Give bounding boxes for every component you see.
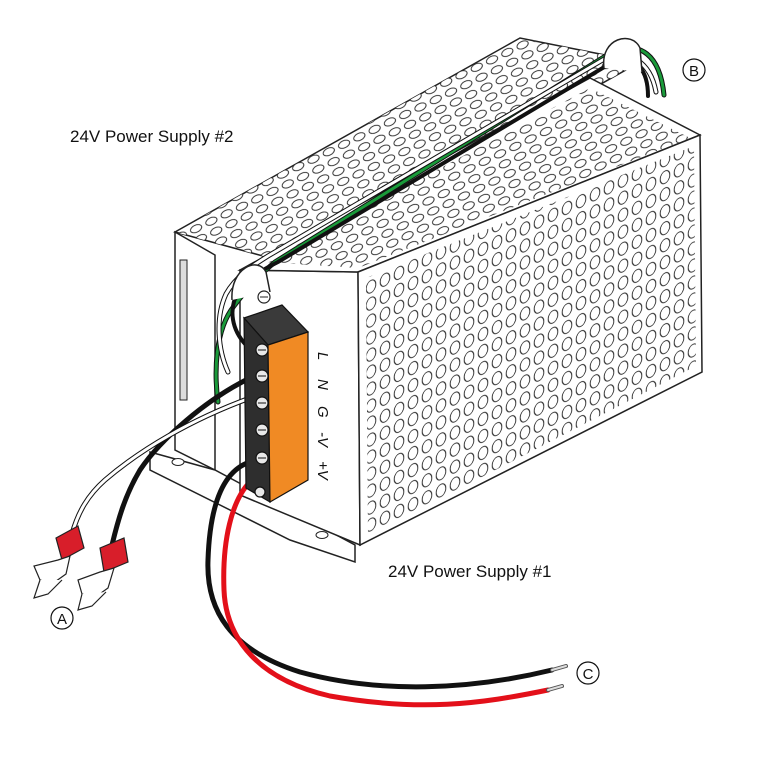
crimp-terminal-black — [77, 537, 129, 611]
callout-c-letter: C — [583, 666, 594, 683]
callout-a: A — [50, 606, 74, 630]
black-wire-c — [205, 459, 555, 690]
wire-pair-a — [69, 375, 253, 548]
callout-a-letter: A — [57, 611, 67, 628]
callout-b: B — [682, 58, 706, 82]
crimp-terminal-white — [33, 525, 85, 599]
callout-b-letter: B — [689, 63, 699, 80]
red-wire-c — [221, 479, 551, 708]
terminal-label-n: N — [314, 379, 331, 390]
terminal-label-g: G — [314, 406, 331, 418]
black-wire-a — [109, 375, 253, 548]
terminal-label-plus-v: +V — [314, 461, 331, 482]
terminal-label-l: L — [314, 352, 331, 360]
ground-screw — [254, 486, 266, 498]
flange-hole — [315, 531, 329, 539]
flange-hole — [171, 458, 185, 466]
supply-1-mounting-flange — [149, 451, 356, 564]
terminal-label-minus-v: -V — [314, 432, 331, 449]
wire-pair-c — [205, 459, 568, 708]
wire-clip-rear — [603, 37, 643, 73]
callout-c: C — [576, 661, 600, 685]
terminal-block-cover — [267, 331, 309, 504]
label-supply-2: 24V Power Supply #2 — [70, 127, 234, 146]
terminal-block — [242, 304, 310, 504]
label-supply-1: 24V Power Supply #1 — [388, 562, 552, 581]
wire-clip-front — [231, 264, 271, 304]
